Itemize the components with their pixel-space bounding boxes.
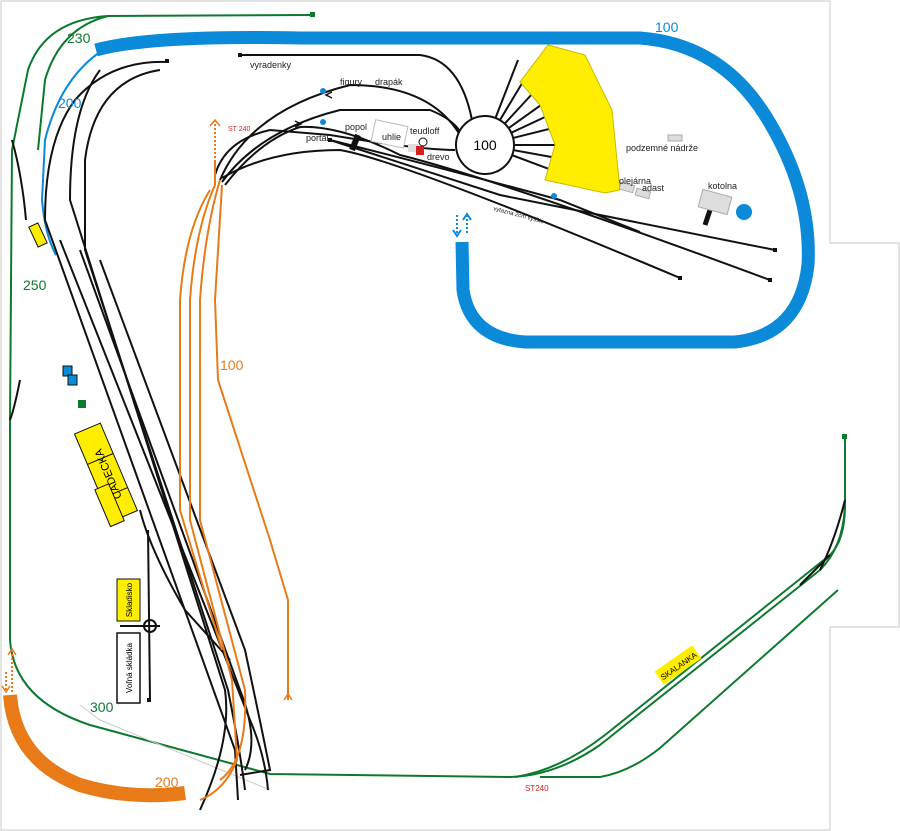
figury-label: figury <box>340 77 363 87</box>
turntable: 100 <box>455 44 621 194</box>
green-left-spur <box>9 139 27 421</box>
volna-skladka-label: Voľná skládka <box>125 642 134 692</box>
st240-bottom-label: ST240 <box>525 784 549 793</box>
green-radius-230: 230 <box>67 30 91 46</box>
skladisko-label: Skladisko <box>125 582 134 617</box>
orange-radius-200: 200 <box>155 774 179 790</box>
kotolna-label: kotolna <box>708 181 737 191</box>
uhlie-label: uhlie <box>382 132 401 142</box>
green-radius-250: 250 <box>23 277 47 293</box>
adast-label: adast <box>642 183 665 193</box>
vytazna-label: vytazna 2cm vyššie <box>492 206 544 225</box>
drevo-label: drevo <box>427 152 450 162</box>
olejarna-label: olejárna <box>619 176 651 186</box>
blue-main-loop <box>94 31 815 349</box>
buildings: CADECKA Skladisko Voľná skládka SKALANKA <box>28 88 752 704</box>
portal-label: portal <box>306 133 329 143</box>
labels: 100 200 230 250 300 200 100 ST 240 ST240… <box>23 19 737 793</box>
yard-tracks <box>43 53 777 811</box>
vyradenky-label: vyradenky <box>250 60 292 70</box>
st240-top-label: ST 240 <box>228 126 251 133</box>
green-right-spur <box>799 499 846 586</box>
roundhouse <box>519 44 621 194</box>
drapak-label: drapák <box>375 77 403 87</box>
blue-radius-200: 200 <box>58 95 82 111</box>
blue-arrows <box>452 212 472 238</box>
orange-radius-100: 100 <box>220 357 244 373</box>
podzemne-nadrze-label: podzemné nádrže <box>626 143 698 153</box>
orange-line <box>1 118 293 803</box>
teudloff-label: teudloff <box>410 126 440 136</box>
blue-radius-100: 100 <box>655 19 679 35</box>
blue-branch <box>40 51 101 256</box>
popol-label: popol <box>345 122 367 132</box>
green-line <box>9 12 847 791</box>
turntable-label: 100 <box>473 137 497 153</box>
green-radius-300: 300 <box>90 699 114 715</box>
